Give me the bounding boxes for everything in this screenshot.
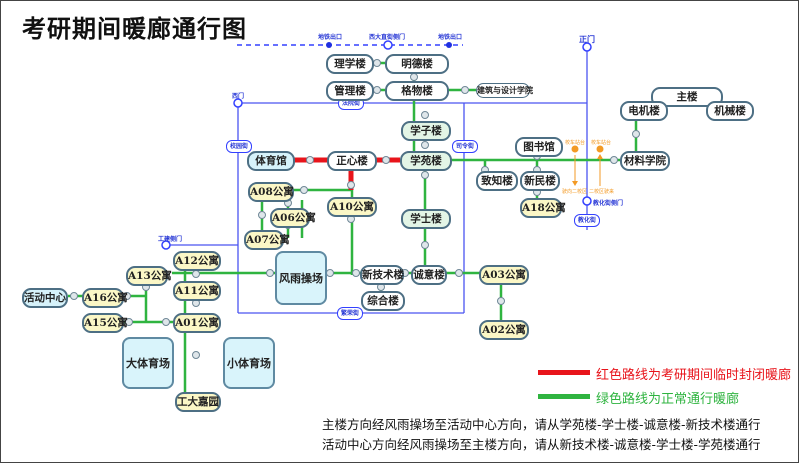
building-mingde[interactable]: 明德楼 (385, 54, 449, 74)
building-a11[interactable]: A11公寓 (173, 281, 221, 301)
building-a18[interactable]: A18公寓 (520, 198, 566, 218)
bus-stop-left[interactable] (571, 145, 579, 153)
bus-stop-right-label: 校车站台 (591, 140, 612, 146)
road-label-xiaoyuan: 校园街 (226, 140, 253, 153)
building-a08[interactable]: A08公寓 (248, 182, 294, 202)
legend-closed-text: 红色路线为考研期间临时封闭暖廊 (596, 368, 792, 383)
building-guanli[interactable]: 管理楼 (326, 81, 374, 101)
main-gate-marker[interactable] (582, 42, 592, 52)
gongjian-gate-label: 工建侧门 (158, 236, 183, 243)
connector-dots (70, 59, 640, 359)
building-zhulou[interactable]: 主楼 (651, 87, 723, 107)
subway-stop-2[interactable] (446, 42, 452, 48)
building-xueshi[interactable]: 学士楼 (401, 209, 451, 229)
subway-exit-label-1: 地铁出口 (318, 34, 343, 41)
building-a06[interactable]: A06公寓 (270, 208, 316, 228)
field-xiaotiyu[interactable]: 小体育场 (223, 337, 275, 389)
building-a16[interactable]: A16公寓 (82, 288, 128, 308)
subway-stop-xidazhi[interactable] (383, 40, 393, 50)
building-a02[interactable]: A02公寓 (479, 320, 529, 340)
road-label-fanrong: 繁荣街 (337, 307, 364, 320)
bus-to-label: 驶向二校区 (562, 189, 588, 195)
building-xinmin[interactable]: 新民楼 (520, 171, 560, 191)
building-lixue[interactable]: 理学楼 (326, 54, 374, 74)
bus-from-label: 二校区驶来 (589, 189, 615, 195)
building-tiyuguan[interactable]: 体育馆 (247, 151, 295, 171)
page-title: 考研期间暖廊通行图 (22, 15, 247, 43)
jiaohua-gate-marker[interactable] (582, 196, 592, 206)
building-a07[interactable]: A07公寓 (244, 230, 290, 250)
gongjian-gate-marker[interactable] (161, 240, 171, 250)
road-label-jiaohua: 教化街 (574, 214, 601, 227)
west-gate-marker[interactable] (233, 98, 243, 108)
direction-note-1: 主楼方向经风雨操场至活动中心方向，请从学苑楼-学士楼-诚意楼-新技术楼通行 (322, 417, 761, 432)
building-xinjishu[interactable]: 新技术楼 (360, 265, 404, 285)
building-a10[interactable]: A10公寓 (327, 197, 377, 217)
building-cailiao[interactable]: 材料学院 (620, 151, 670, 171)
building-xueyuan[interactable]: 学苑楼 (400, 151, 452, 171)
legend-red-swatch (538, 370, 590, 375)
jiaohua-gate-label: 教化街侧门 (593, 200, 624, 207)
bus-stop-left-label: 校车站台 (565, 140, 586, 146)
building-a13[interactable]: A13公寓 (126, 266, 172, 286)
building-xuezi[interactable]: 学子楼 (401, 121, 451, 141)
building-gongda[interactable]: 工大嘉园 (175, 392, 221, 412)
subway-exit-label-2: 地铁出口 (438, 34, 463, 41)
building-jixie[interactable]: 机械楼 (706, 101, 754, 121)
building-zhizhi[interactable]: 致知楼 (476, 171, 518, 191)
building-tushuguan[interactable]: 图书馆 (515, 137, 563, 157)
bus-stops (571, 145, 604, 186)
roads (166, 47, 588, 314)
building-zonghe[interactable]: 综合楼 (361, 291, 405, 311)
building-a03[interactable]: A03公寓 (479, 265, 529, 285)
building-zhengxin[interactable]: 正心楼 (327, 151, 377, 171)
building-huodong[interactable]: 活动中心 (22, 288, 68, 308)
subway-xidazhi-label: 西大直街侧门 (369, 34, 406, 41)
field-datiyu[interactable]: 大体育场 (122, 337, 174, 389)
building-a15[interactable]: A15公寓 (82, 313, 128, 333)
west-gate-label: 西门 (232, 93, 245, 100)
field-fengyu[interactable]: 风雨操场 (275, 251, 327, 305)
building-dianji[interactable]: 电机楼 (620, 101, 668, 121)
building-gewu[interactable]: 格物楼 (385, 81, 449, 101)
building-a12[interactable]: A12公寓 (173, 251, 221, 271)
building-chengyi[interactable]: 诚意楼 (411, 265, 447, 285)
direction-note-2: 活动中心方向经风雨操场至主楼方向，请从新技术楼-诚意楼-学士楼-学苑楼通行 (322, 437, 761, 452)
legend-open-text: 绿色路线为正常通行暖廊 (596, 392, 740, 407)
legend-green-swatch (538, 394, 590, 399)
main-gate-label: 正门 (579, 35, 595, 44)
road-label-siling: 司令街 (452, 140, 479, 153)
building-a01[interactable]: A01公寓 (173, 313, 221, 333)
building-jianzhu[interactable]: 建筑与设计学院 (476, 83, 533, 98)
bus-stop-right[interactable] (596, 145, 604, 153)
subway-stop-1[interactable] (326, 42, 332, 48)
